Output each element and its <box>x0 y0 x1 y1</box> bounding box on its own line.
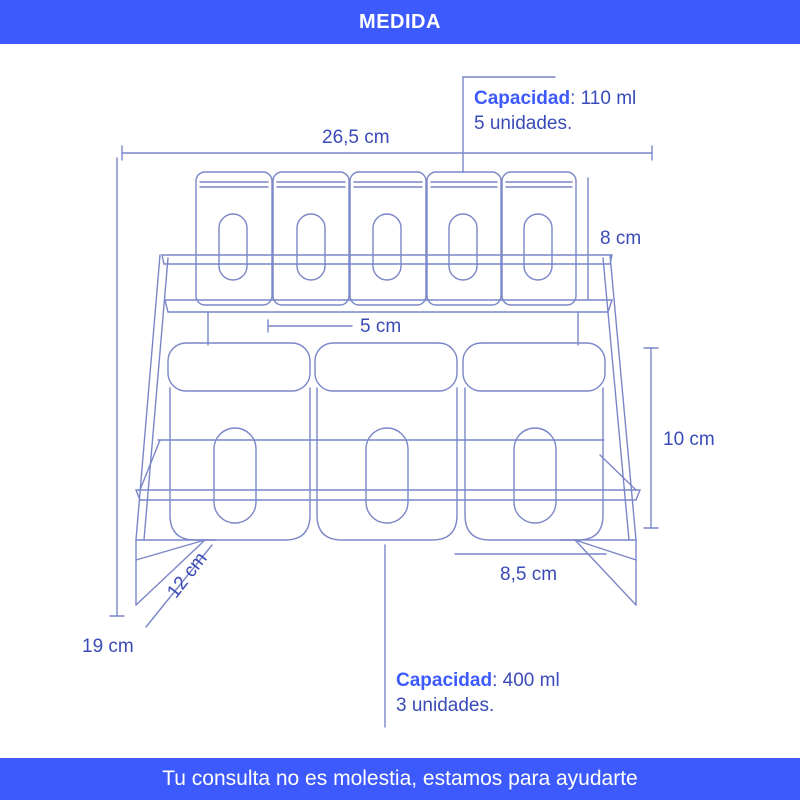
width-dimension-line <box>121 145 653 161</box>
rack-frame <box>134 254 642 606</box>
height-dimension-line <box>109 157 125 617</box>
capacity-large-units: 3 unidades. <box>396 695 495 716</box>
capacity-large-callout: Capacidad: 400 ml 3 unidades. <box>396 668 560 718</box>
small-shelf-rail <box>161 254 613 265</box>
small-jar-4 <box>426 171 502 306</box>
footer-text: Tu consulta no es molestia, estamos para… <box>162 767 638 790</box>
capacity-large-value: : 400 ml <box>492 670 560 691</box>
small-jar-5 <box>501 171 577 306</box>
large-jar-3 <box>462 342 606 541</box>
small-jar-width-label: 5 cm <box>360 316 402 337</box>
small-jar-3 <box>349 171 427 306</box>
capacity-small-callout: Capacidad: 110 ml 5 unidades. <box>474 86 636 136</box>
height-label: 19 cm <box>82 636 134 657</box>
large-jar-2 <box>314 342 458 541</box>
rack-drawing <box>109 76 659 728</box>
footer-bar: Tu consulta no es molestia, estamos para… <box>0 758 800 800</box>
large-jar-height-line <box>643 347 659 529</box>
small-jar-width-line <box>267 319 353 333</box>
capacity-small-leader <box>462 76 556 173</box>
depth-dimension-line <box>145 544 213 628</box>
small-jar-1 <box>195 171 273 306</box>
capacity-small-value: : 110 ml <box>570 88 637 109</box>
capacity-large-label: Capacidad <box>396 670 493 691</box>
capacity-small-label: Capacidad <box>474 88 571 109</box>
capacity-small-units: 5 unidades. <box>474 113 573 134</box>
width-label: 26,5 cm <box>322 127 390 148</box>
small-jar-2 <box>272 171 350 306</box>
large-jar-1 <box>167 342 311 541</box>
large-jar-width-label: 8,5 cm <box>500 564 558 585</box>
header-title: MEDIDA <box>359 10 441 33</box>
small-jar-height-label: 8 cm <box>600 228 642 249</box>
header-bar: MEDIDA <box>0 0 800 44</box>
large-jar-height-label: 10 cm <box>663 429 715 450</box>
